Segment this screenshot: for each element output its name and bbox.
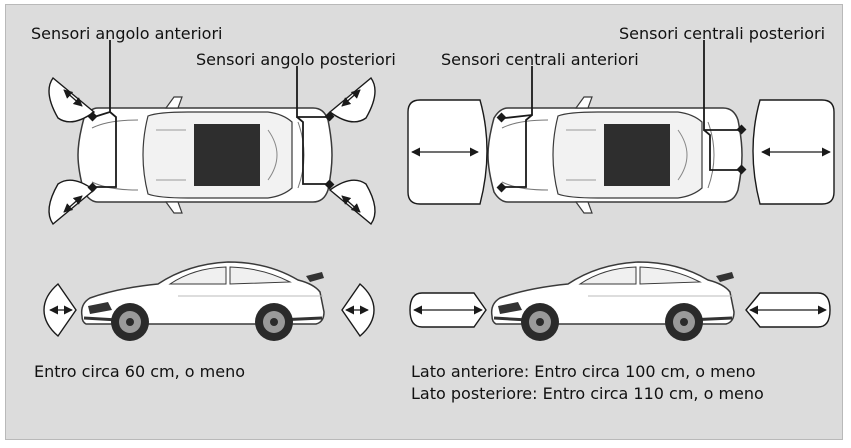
label-rear-corner-sensors: Sensori angolo posteriori (196, 50, 396, 69)
zone-rear-left-bottom (328, 179, 376, 226)
car-side-view-right (490, 260, 736, 343)
range-corner-text: Entro circa 60 cm, o meno (34, 362, 246, 381)
range-front-center-text: Lato anteriore: Entro circa 100 cm, o me… (411, 362, 756, 381)
car-side-view-left (80, 260, 326, 343)
callout-lines-right (504, 40, 738, 188)
callout-lines-left (93, 40, 328, 188)
label-front-corner-sensors: Sensori angolo anteriori (31, 24, 223, 43)
label-front-center-sensors: Sensori centrali anteriori (441, 50, 639, 69)
zone-rear-left-top (328, 76, 376, 123)
corner-arrows (63, 89, 361, 213)
zone-front-left-bottom (48, 179, 96, 226)
zone-front-left-top (48, 76, 96, 123)
label-rear-center-sensors: Sensori centrali posteriori (619, 24, 826, 43)
range-rear-center-text: Lato posteriore: Entro circa 110 cm, o m… (411, 384, 764, 403)
